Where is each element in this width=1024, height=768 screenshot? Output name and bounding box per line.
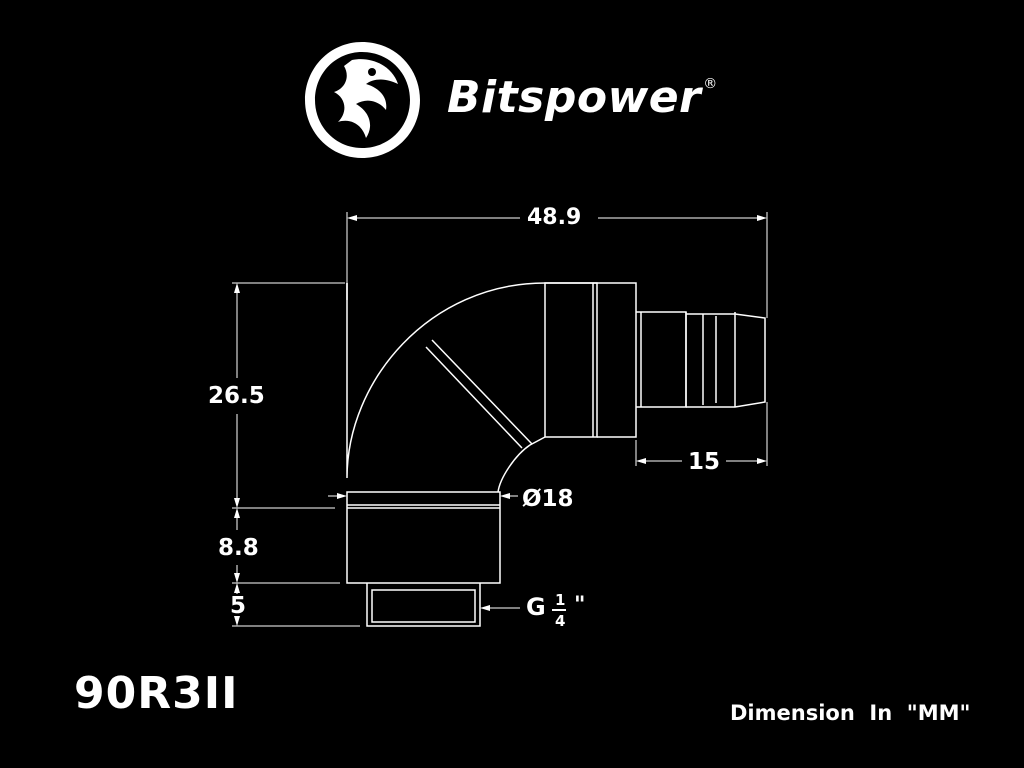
elbow-outline: [346, 282, 597, 479]
thread-quote: ": [574, 593, 586, 618]
dim-upper-height: 26.5: [208, 383, 265, 409]
dragon-emblem-icon: [305, 42, 420, 158]
registered-mark: ®: [703, 76, 718, 92]
thread-label: G: [526, 593, 546, 621]
dim-diameter: Ø18: [522, 486, 574, 512]
dim-overall-width: 48.9: [527, 205, 582, 230]
brand-wordmark: Bitspower®: [447, 72, 718, 123]
thread-fraction-numerator: 1: [555, 591, 566, 609]
thread-fraction-bar: [552, 609, 566, 611]
dim-thread-height: 5: [230, 593, 247, 619]
thread-fraction-denominator: 4: [555, 612, 566, 630]
unit-note: Dimension In "MM": [730, 701, 971, 725]
dim-barb-length: 15: [688, 449, 721, 475]
dim-rotary-height: 8.8: [218, 535, 259, 561]
model-number: 90R3II: [74, 668, 239, 719]
brand-name: Bitspower: [447, 72, 702, 123]
